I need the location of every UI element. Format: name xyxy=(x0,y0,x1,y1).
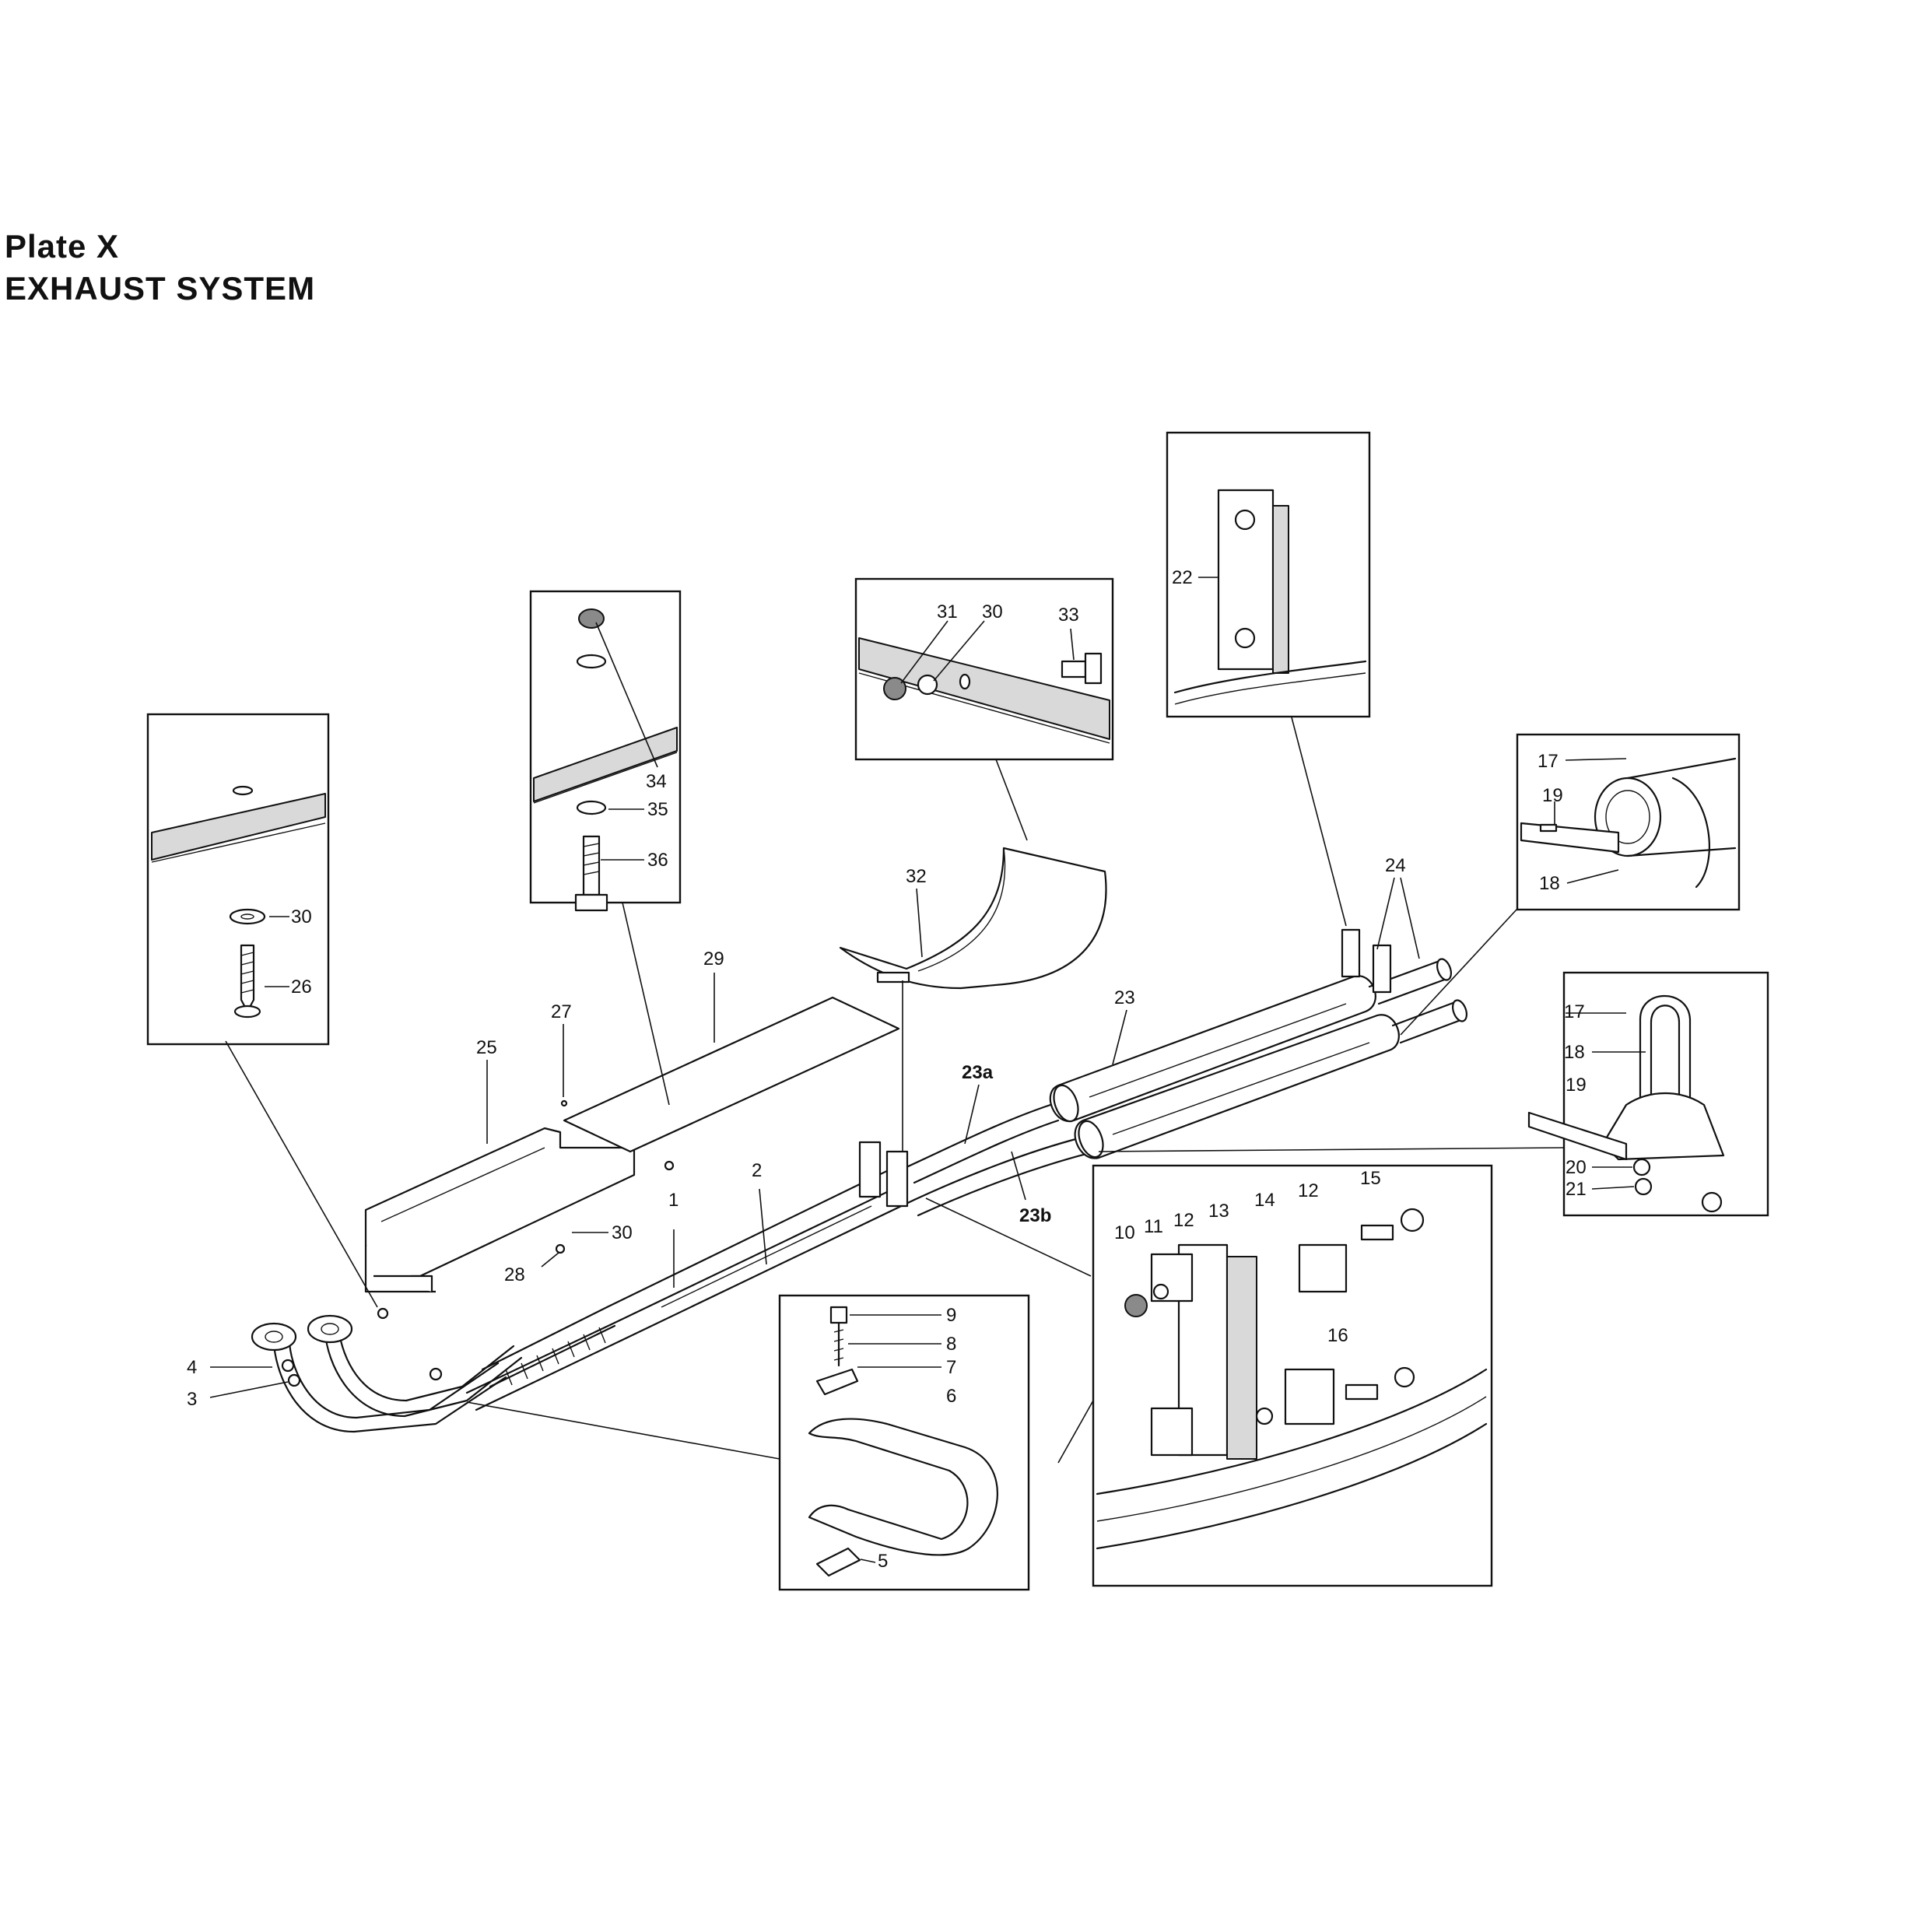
mid-pipe-bracket xyxy=(858,1141,882,1198)
callout-10: 10 xyxy=(1114,1222,1135,1243)
strap-spacer xyxy=(815,1547,861,1577)
leader-lines xyxy=(225,717,1565,1464)
manifold-flange-rear xyxy=(307,1314,353,1344)
silencer-lower xyxy=(1074,1014,1400,1159)
inset-cover-fixing xyxy=(854,577,1114,761)
downpipe-rear xyxy=(324,1331,523,1418)
callout-19-upper: 19 xyxy=(1542,785,1563,806)
callout-23a: 23a xyxy=(962,1062,994,1083)
washer xyxy=(229,908,266,925)
callout-16: 16 xyxy=(1327,1325,1348,1346)
spring-washer xyxy=(576,800,607,815)
downpipe-front-inner xyxy=(288,1338,500,1419)
exhaust-strap xyxy=(808,1418,998,1556)
callout-35: 35 xyxy=(647,799,668,820)
callout-1: 1 xyxy=(668,1190,678,1211)
strap-bolt xyxy=(829,1306,848,1324)
u-bolt xyxy=(1639,994,1692,1138)
callout-22: 22 xyxy=(1172,567,1193,588)
callout-18-lower: 18 xyxy=(1564,1042,1585,1063)
downpipe-front xyxy=(272,1338,507,1433)
u-clamp-strap xyxy=(1671,777,1710,889)
callout-5: 5 xyxy=(878,1551,888,1572)
callout-31: 31 xyxy=(937,601,958,622)
callout-23b: 23b xyxy=(1019,1205,1051,1226)
callout-23: 23 xyxy=(1114,987,1135,1008)
callout-36: 36 xyxy=(647,850,668,871)
callout-labels: 1 2 3 4 5 6 7 8 9 10 11 12 13 14 12 15 1… xyxy=(187,567,1646,1572)
callout-33: 33 xyxy=(1058,605,1079,626)
inset-bolt-assembly xyxy=(529,590,682,912)
callout-28: 28 xyxy=(504,1264,525,1285)
strap-clip xyxy=(815,1368,859,1396)
downpipe-rear-inner xyxy=(338,1331,515,1402)
callout-26: 26 xyxy=(291,977,312,998)
main-exhaust-assembly xyxy=(251,928,1468,1433)
manifold-flange-front xyxy=(251,1322,297,1352)
callout-17-upper: 17 xyxy=(1538,751,1559,772)
callout-13: 13 xyxy=(1208,1201,1229,1222)
callout-18-upper: 18 xyxy=(1539,873,1560,894)
callout-30-floor-inset: 30 xyxy=(291,906,312,927)
cover-bolt xyxy=(1061,660,1087,678)
callout-12-left: 12 xyxy=(1173,1210,1194,1231)
hanger-bolt-15 xyxy=(1360,1224,1394,1241)
callout-30-shield: 30 xyxy=(612,1222,633,1243)
intermediate-pipe-1 xyxy=(613,1181,908,1324)
heat-shield-29 xyxy=(563,996,900,1153)
flexible-pipe-section xyxy=(465,1306,624,1411)
heat-shield-plates xyxy=(364,847,1107,1320)
plate-title: Plate X EXHAUST SYSTEM xyxy=(5,226,315,310)
callout-8: 8 xyxy=(946,1334,956,1355)
hanger-nut xyxy=(1124,1294,1148,1317)
callout-12-right: 12 xyxy=(1298,1180,1319,1201)
callout-32: 32 xyxy=(906,866,927,887)
tail-bracket xyxy=(1341,928,1361,978)
plate-number: Plate X xyxy=(5,228,120,265)
pipe-23a xyxy=(905,1103,1052,1169)
tunnel-cover-32 xyxy=(839,847,1107,990)
callout-11: 11 xyxy=(1144,1216,1163,1237)
cover-nut xyxy=(883,677,906,700)
inset-exhaust-strap xyxy=(778,1294,1030,1591)
spacer-nut xyxy=(578,608,605,629)
callout-24: 24 xyxy=(1385,855,1406,876)
callout-15: 15 xyxy=(1360,1168,1381,1189)
callout-14: 14 xyxy=(1254,1190,1275,1211)
flange-nut xyxy=(281,1359,295,1373)
tail-pipe-lower xyxy=(1391,1001,1457,1027)
callout-34: 34 xyxy=(646,771,667,792)
callout-7: 7 xyxy=(946,1357,956,1378)
callout-17-lower: 17 xyxy=(1564,1001,1585,1022)
system-title: EXHAUST SYSTEM xyxy=(5,270,316,307)
pipe-23b xyxy=(913,1136,1083,1201)
callout-9: 9 xyxy=(946,1305,956,1326)
inset-hanger-bracket xyxy=(1092,1164,1493,1587)
saddle-clamp xyxy=(1601,1092,1725,1161)
bracket-plate-14 xyxy=(1298,1243,1348,1293)
callout-19-lower: 19 xyxy=(1566,1075,1587,1096)
cover-washer xyxy=(917,674,938,696)
inset-rubber-mounting xyxy=(1166,431,1371,718)
heat-shield-25 xyxy=(364,1127,636,1278)
bracket-plate-16 xyxy=(1284,1368,1335,1425)
callout-21: 21 xyxy=(1566,1179,1587,1200)
callout-2: 2 xyxy=(752,1160,762,1181)
shield-screw xyxy=(377,1307,389,1320)
clamp-bracket xyxy=(1527,1111,1628,1161)
callout-29: 29 xyxy=(703,948,724,970)
intermediate-pipe-2 xyxy=(605,1166,896,1309)
callout-20: 20 xyxy=(1566,1157,1587,1178)
callout-27: 27 xyxy=(551,1001,572,1022)
callout-3: 3 xyxy=(187,1389,197,1410)
callout-6: 6 xyxy=(946,1386,956,1407)
silencer-upper xyxy=(1049,975,1376,1123)
callout-30-cover-inset: 30 xyxy=(982,601,1003,622)
callout-4: 4 xyxy=(187,1357,197,1378)
inset-floor-screw xyxy=(146,713,330,1046)
callout-25: 25 xyxy=(476,1037,497,1058)
